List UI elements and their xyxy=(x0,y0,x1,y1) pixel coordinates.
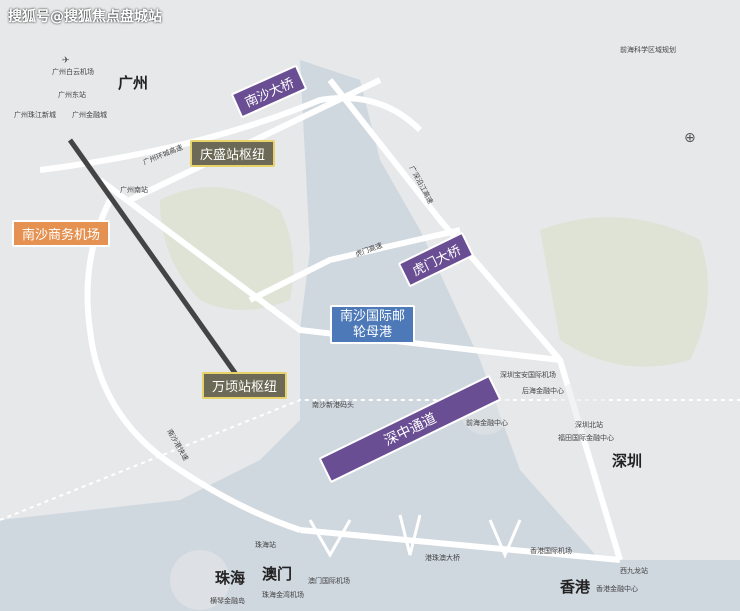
label-zhuhai-station: 珠海站 xyxy=(255,541,276,549)
label-futian: 福田国际金融中心 xyxy=(558,434,614,442)
rail-line xyxy=(67,138,243,382)
label-gz-south: 广州南站 xyxy=(120,186,148,194)
hub-wanqing[interactable]: 万顷站枢纽 xyxy=(202,372,288,399)
label-baiyun-airport: 广州白云机场 xyxy=(52,68,94,76)
label-gz-east: 广州东站 xyxy=(58,91,86,99)
nansha-land xyxy=(160,187,294,310)
port-label-line1: 南沙国际邮 xyxy=(340,309,406,324)
label-gz-pearl: 广州珠江新城 xyxy=(14,111,56,119)
hzm-bridge-graphic xyxy=(308,514,522,559)
label-hzm-bridge: 港珠澳大桥 xyxy=(425,554,460,562)
label-west-kowloon: 西九龙站 xyxy=(620,567,648,575)
label-nansha-port: 南沙新港码头 xyxy=(312,401,354,409)
city-shenzhen: 深圳 xyxy=(612,452,643,470)
city-guangzhou: 广州 xyxy=(118,74,149,92)
port-nansha-cruise[interactable]: 南沙国际邮 轮母港 xyxy=(330,305,416,345)
city-zhuhai: 珠海 xyxy=(215,569,246,587)
zhuhai-area xyxy=(170,550,230,610)
label-zhuhai-airport: 珠海金湾机场 xyxy=(262,591,304,599)
city-hongkong: 香港 xyxy=(560,578,591,596)
label-hk-finance: 香港金融中心 xyxy=(596,585,638,593)
port-label-line2: 轮母港 xyxy=(353,324,393,340)
label-shenzhen-north: 深圳北站 xyxy=(575,421,603,429)
hub-qingsheng[interactable]: 庆盛站枢纽 xyxy=(190,140,276,167)
label-hongkong-airport: 香港国际机场 xyxy=(530,547,572,555)
label-qianhai: 前海金融中心 xyxy=(466,419,508,427)
shenzhen-land xyxy=(540,217,708,367)
label-gz-finance: 广州金融城 xyxy=(72,111,107,119)
label-shenzhen-airport: 深圳宝安国际机场 xyxy=(500,371,556,379)
airport-nansha-business[interactable]: 南沙商务机场 xyxy=(12,220,111,247)
label-tech-park: 前海科学区域规划 xyxy=(620,46,676,54)
airplane-icon: ✈ xyxy=(62,56,70,66)
label-macau-airport: 澳门国际机场 xyxy=(308,577,350,585)
label-hengqin: 横琴金融岛 xyxy=(210,597,245,605)
watermark: 搜狐号@搜狐焦点盘城站 xyxy=(8,9,162,25)
city-macau: 澳门 xyxy=(262,565,293,583)
futian-area xyxy=(552,382,608,438)
compass-icon: ⊕ xyxy=(684,130,696,146)
label-houhai: 后海金融中心 xyxy=(522,387,564,395)
